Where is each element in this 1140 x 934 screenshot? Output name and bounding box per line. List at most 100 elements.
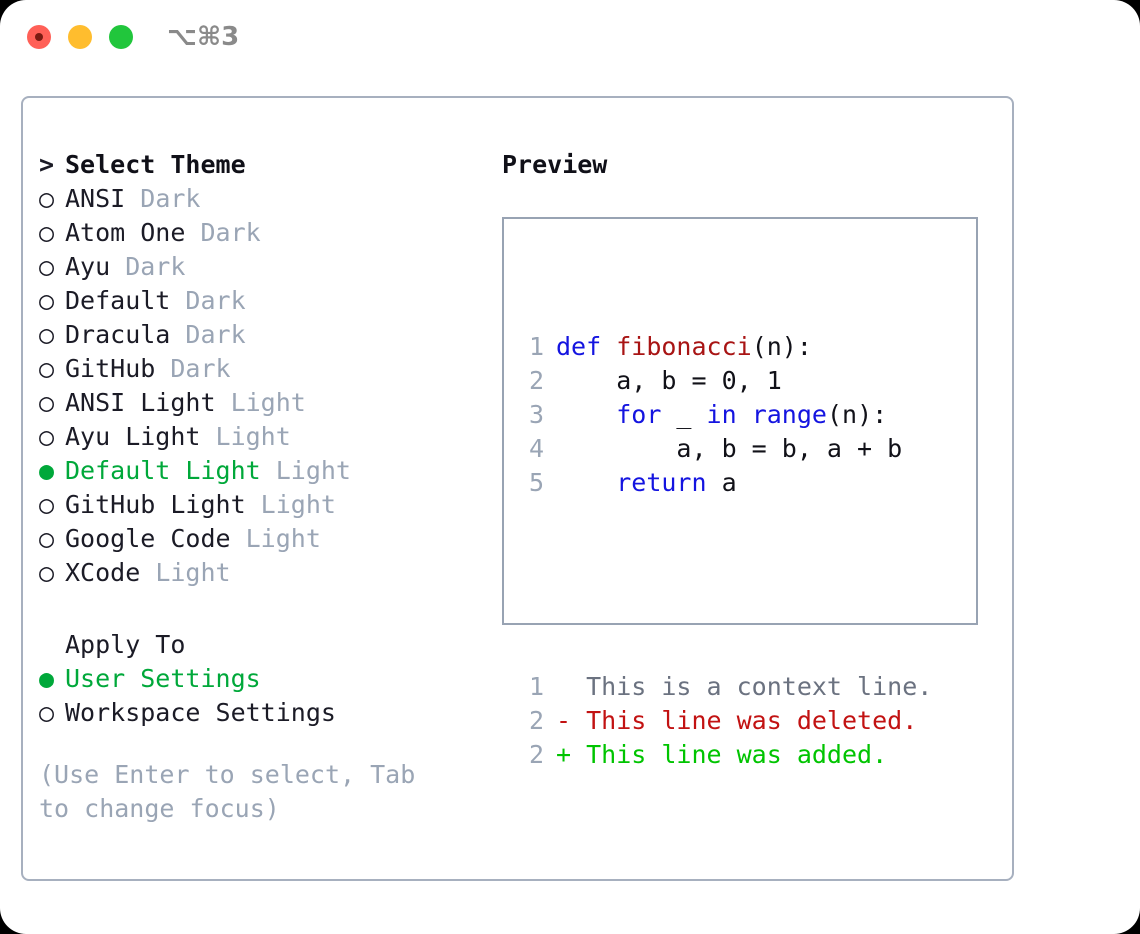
theme-option-label: Dracula bbox=[65, 320, 171, 349]
diff-sign: + bbox=[556, 740, 572, 769]
theme-category-tag: Light bbox=[140, 558, 231, 587]
code-token: for bbox=[616, 400, 662, 429]
theme-picker-panel: >Select Theme ○ANSI Dark○Atom One Dark○A… bbox=[21, 96, 1014, 881]
apply-to-header: Apply To bbox=[39, 628, 489, 662]
apply-to-option-user-settings[interactable]: ● User Settings bbox=[39, 662, 489, 696]
theme-option-ayu[interactable]: ○ Ayu Dark bbox=[39, 250, 489, 284]
radio-unselected-icon: ○ bbox=[39, 320, 55, 349]
theme-option-label: GitHub Light bbox=[65, 490, 246, 519]
radio-unselected-icon: ○ bbox=[39, 698, 55, 727]
line-number: 3 bbox=[528, 400, 544, 429]
diff-line-ctx: 1 This is a context line. bbox=[518, 670, 932, 704]
code-token: a, b = b, a + b bbox=[556, 434, 903, 463]
theme-option-ansi[interactable]: ○ANSI Dark bbox=[39, 182, 489, 216]
theme-category-tag: Light bbox=[215, 388, 306, 417]
theme-option-label: Ayu Light bbox=[65, 422, 201, 451]
radio-unselected-icon: ○ bbox=[39, 286, 55, 315]
radio-unselected-icon: ○ bbox=[39, 422, 55, 451]
radio-unselected-icon: ○ bbox=[39, 354, 55, 383]
theme-selection-column: >Select Theme ○ANSI Dark○Atom One Dark○A… bbox=[39, 148, 489, 826]
code-blank-line bbox=[518, 568, 932, 602]
title-bar: ⌥⌘3 bbox=[0, 0, 1140, 78]
line-number: 1 bbox=[528, 332, 544, 361]
line-number: 2 bbox=[528, 740, 544, 769]
radio-selected-icon: ● bbox=[39, 664, 55, 693]
code-token: def bbox=[556, 332, 602, 361]
theme-option-label: ANSI Light bbox=[65, 388, 216, 417]
radio-unselected-icon: ○ bbox=[39, 218, 55, 247]
diff-text: This is a context line. bbox=[571, 672, 933, 701]
apply-to-header-label: Apply To bbox=[65, 630, 186, 659]
theme-option-label: Atom One bbox=[65, 218, 186, 247]
close-button[interactable] bbox=[27, 25, 51, 49]
theme-option-label: Default bbox=[65, 286, 171, 315]
code-token bbox=[737, 400, 752, 429]
theme-category-tag: Dark bbox=[110, 252, 186, 281]
apply-to-option-list: ● User Settings ○ Workspace Settings bbox=[39, 662, 489, 730]
radio-unselected-icon: ○ bbox=[39, 490, 55, 519]
maximize-button[interactable] bbox=[109, 25, 133, 49]
keyboard-shortcut-label: ⌥⌘3 bbox=[167, 22, 240, 52]
line-number: 5 bbox=[528, 468, 544, 497]
code-line: 3 for _ in range(n): bbox=[518, 398, 932, 432]
theme-option-github-light[interactable]: ○ GitHub Light Light bbox=[39, 488, 489, 522]
code-token bbox=[556, 400, 616, 429]
keyboard-hint-text: (Use Enter to select, Tab to change focu… bbox=[39, 760, 416, 823]
theme-option-label: ANSI bbox=[65, 184, 126, 213]
diff-text: This line was deleted. bbox=[571, 706, 918, 735]
theme-option-label: XCode bbox=[65, 558, 141, 587]
minimize-button[interactable] bbox=[68, 25, 92, 49]
section-spacer bbox=[39, 590, 489, 628]
code-token: _ bbox=[661, 400, 707, 429]
diff-text: This line was added. bbox=[571, 740, 888, 769]
theme-category-tag: Dark bbox=[155, 354, 231, 383]
line-number: 1 bbox=[528, 672, 544, 701]
select-theme-header-label: Select Theme bbox=[65, 150, 246, 179]
code-token: in bbox=[706, 400, 737, 429]
theme-category-tag: Dark bbox=[125, 184, 201, 213]
theme-category-tag: Dark bbox=[170, 320, 246, 349]
code-token bbox=[556, 468, 616, 497]
theme-option-default[interactable]: ○ Default Dark bbox=[39, 284, 489, 318]
theme-option-label: Default Light bbox=[65, 456, 261, 485]
code-token: (n): bbox=[751, 332, 812, 361]
theme-category-tag: Light bbox=[230, 524, 321, 553]
theme-option-dracula[interactable]: ○ Dracula Dark bbox=[39, 318, 489, 352]
code-line: 4 a, b = b, a + b bbox=[518, 432, 932, 466]
theme-option-github[interactable]: ○ GitHub Dark bbox=[39, 352, 489, 386]
theme-option-default-light[interactable]: ● Default Light Light bbox=[39, 454, 489, 488]
theme-option-label: Google Code bbox=[65, 524, 231, 553]
theme-option-label: GitHub bbox=[65, 354, 156, 383]
diff-sign: - bbox=[556, 706, 572, 735]
code-token: fibonacci bbox=[616, 332, 752, 361]
theme-category-tag: Light bbox=[245, 490, 336, 519]
theme-category-tag: Light bbox=[260, 456, 351, 485]
radio-selected-icon: ● bbox=[39, 456, 55, 485]
theme-category-tag: Dark bbox=[185, 218, 261, 247]
apply-to-option-label: Workspace Settings bbox=[65, 698, 336, 727]
radio-unselected-icon: ○ bbox=[39, 388, 55, 417]
preview-title: Preview bbox=[502, 150, 608, 179]
theme-category-tag: Dark bbox=[170, 286, 246, 315]
theme-option-ayu-light[interactable]: ○Ayu Light Light bbox=[39, 420, 489, 454]
apply-to-option-label: User Settings bbox=[65, 664, 261, 693]
theme-option-list: ○ANSI Dark○Atom One Dark○Ayu Dark○Defaul… bbox=[39, 182, 489, 590]
code-token: a bbox=[706, 468, 737, 497]
diff-sign bbox=[556, 672, 571, 701]
code-line: 2 a, b = 0, 1 bbox=[518, 364, 932, 398]
theme-option-google-code[interactable]: ○Google Code Light bbox=[39, 522, 489, 556]
code-line: 5 return a bbox=[518, 466, 932, 500]
code-line: 1 def fibonacci(n): bbox=[518, 330, 932, 364]
theme-option-atom-one[interactable]: ○ Atom One Dark bbox=[39, 216, 489, 250]
theme-option-ansi-light[interactable]: ○ ANSI Light Light bbox=[39, 386, 489, 420]
theme-option-label: Ayu bbox=[65, 252, 111, 281]
line-number: 2 bbox=[528, 366, 544, 395]
code-token: return bbox=[616, 468, 707, 497]
radio-unselected-icon: ○ bbox=[39, 252, 55, 281]
theme-option-xcode[interactable]: ○XCode Light bbox=[39, 556, 489, 590]
apply-to-option-workspace-settings[interactable]: ○ Workspace Settings bbox=[39, 696, 489, 730]
